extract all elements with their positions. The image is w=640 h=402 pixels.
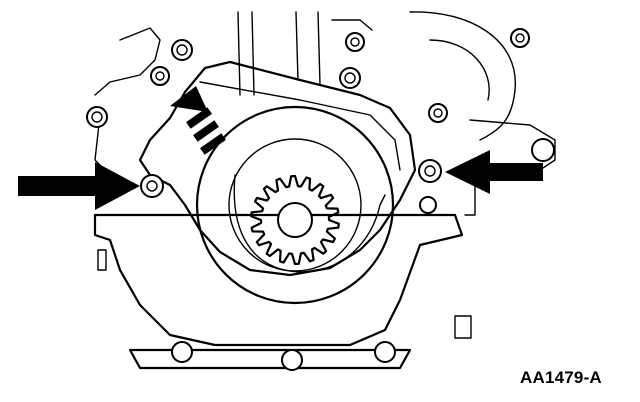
pan-bolt-left [171, 341, 193, 363]
background-bolt-right [428, 103, 448, 123]
timing-chain [233, 174, 386, 273]
figure-id-label: AA1479-A [520, 368, 602, 387]
pan-bolt-center [281, 349, 303, 371]
removal-direction-arrow-icon [170, 86, 226, 155]
indicated-bolt-left [140, 174, 164, 198]
lower-housing [93, 213, 464, 347]
indicated-bolt-right [418, 159, 442, 183]
crankshaft-seal-outer [195, 105, 395, 305]
front-cover-edge [199, 81, 401, 171]
crankshaft-hub [277, 202, 313, 238]
side-tab-left [97, 249, 107, 271]
background-bolt-right-upper [510, 28, 530, 48]
arrow-right-icon [445, 150, 543, 194]
background-round-boss [531, 138, 555, 162]
background-bolt-far-left [86, 106, 108, 128]
cover-bolt-lower-right [419, 196, 437, 214]
pan-bolt-right [374, 341, 396, 363]
front-cover-outline [138, 60, 417, 277]
background-bolt-top-right [345, 32, 365, 52]
side-tab [454, 315, 472, 339]
arrow-left-icon [18, 162, 140, 210]
background-bolt-top-left [171, 39, 193, 61]
engine-block-background [94, 11, 556, 216]
background-bolt-top-middle [339, 67, 361, 89]
background-bolt-left [150, 66, 170, 86]
crankshaft-sprocket [250, 174, 340, 266]
